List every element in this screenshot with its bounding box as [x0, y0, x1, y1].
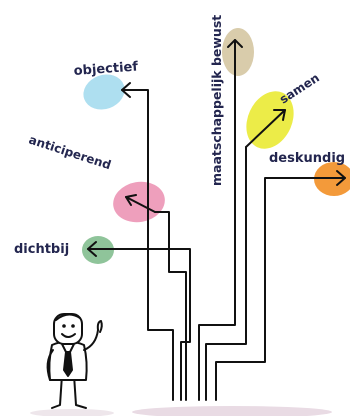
label-objectief: objectief	[73, 60, 139, 79]
trunk-lines	[87, 39, 346, 401]
arrowhead-maatschappelijk	[227, 39, 243, 48]
cartoon-person	[46, 313, 103, 409]
arrowhead-samen	[273, 109, 286, 121]
blob-objectief	[83, 74, 125, 110]
blob-maatschappelijk	[222, 28, 254, 76]
arrowhead-anticiperend	[125, 194, 137, 206]
ground-shadow-person	[30, 409, 114, 416]
arrowhead-deskundig	[336, 170, 346, 186]
label-maatschappelijk: maatschappelijk bewust	[209, 15, 224, 186]
label-dichtbij: dichtbij	[14, 242, 69, 257]
arrowhead-dichtbij	[87, 241, 97, 257]
arrowhead-objectief	[121, 82, 131, 98]
label-anticiperend: anticiperend	[27, 133, 113, 173]
label-samen: samen	[277, 71, 322, 107]
arrow-shafts	[125, 109, 286, 213]
blob-anticiperend	[113, 181, 165, 223]
ground-shadow-tree	[132, 406, 332, 416]
label-deskundig: deskundig	[269, 151, 345, 166]
